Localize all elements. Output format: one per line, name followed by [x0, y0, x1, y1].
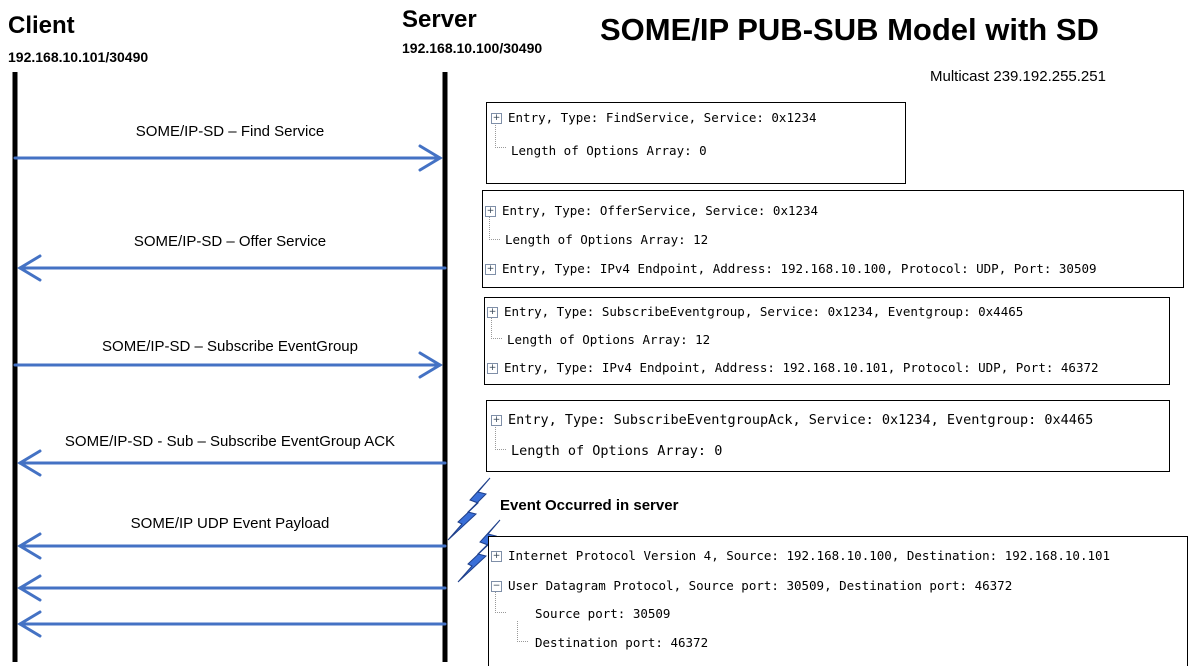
client-name: Client: [8, 12, 75, 39]
endpoint-line: Entry, Type: IPv4 Endpoint, Address: 192…: [502, 261, 1097, 276]
entry-line: Entry, Type: FindService, Service: 0x123…: [508, 110, 817, 125]
packet-box-subscribe-ack: + Entry, Type: SubscribeEventgroupAck, Se…: [486, 400, 1170, 472]
plus-box-icon[interactable]: +: [485, 264, 496, 275]
lightning-icon: [447, 477, 491, 541]
diagram-title: SOME/IP PUB-SUB Model with SD: [600, 12, 1099, 47]
message-label-event-payload: SOME/IP UDP Event Payload: [130, 515, 330, 532]
ip-header-line: Internet Protocol Version 4, Source: 192…: [508, 548, 1111, 563]
server-name: Server: [402, 6, 477, 33]
message-label-offer-service: SOME/IP-SD – Offer Service: [133, 233, 327, 250]
packet-box-offer-service: + Entry, Type: OfferService, Service: 0x1…: [482, 190, 1184, 288]
tree-connector: [491, 318, 502, 339]
arrow-subscribe-ack: [17, 449, 447, 477]
tree-connector: [495, 592, 506, 613]
options-length-line: Length of Options Array: 0: [511, 443, 723, 459]
message-label-subscribe-eventgroup: SOME/IP-SD – Subscribe EventGroup: [102, 338, 358, 355]
plus-box-icon[interactable]: +: [491, 551, 502, 562]
plus-box-icon[interactable]: +: [487, 363, 498, 374]
options-length-line: Length of Options Array: 0: [511, 143, 707, 158]
entry-line: Entry, Type: SubscribeEventgroup, Servic…: [504, 304, 1024, 319]
packet-box-find-service: + Entry, Type: FindService, Service: 0x12…: [486, 102, 906, 184]
destination-port-line: Destination port: 46372: [535, 635, 709, 650]
arrow-find-service: [13, 144, 443, 172]
server-address: 192.168.10.100/30490: [402, 40, 543, 56]
plus-box-icon[interactable]: +: [487, 307, 498, 318]
tree-connector: [517, 621, 528, 642]
multicast-address: Multicast 239.192.255.251: [930, 68, 1106, 85]
arrow-event-payload-1: [17, 532, 447, 560]
plus-box-icon[interactable]: +: [491, 113, 502, 124]
message-label-subscribe-ack: SOME/IP-SD - Sub – Subscribe EventGroup …: [64, 433, 396, 450]
client-address: 192.168.10.101/30490: [8, 49, 149, 65]
tree-connector: [495, 427, 506, 450]
plus-box-icon[interactable]: +: [491, 414, 502, 426]
packet-box-subscribe-eventgroup: + Entry, Type: SubscribeEventgroup, Servi…: [484, 297, 1170, 385]
arrow-event-payload-2: [17, 574, 447, 602]
arrow-subscribe-eventgroup: [13, 351, 443, 379]
message-label-find-service: SOME/IP-SD – Find Service: [135, 123, 325, 140]
udp-header-line: User Datagram Protocol, Source port: 305…: [508, 578, 1013, 593]
plus-box-icon[interactable]: +: [485, 206, 496, 217]
tree-connector: [489, 217, 500, 240]
options-length-line: Length of Options Array: 12: [505, 232, 709, 247]
minus-box-icon[interactable]: −: [491, 581, 502, 592]
endpoint-line: Entry, Type: IPv4 Endpoint, Address: 192…: [504, 360, 1099, 375]
tree-connector: [495, 125, 506, 148]
source-port-line: Source port: 30509: [535, 606, 671, 621]
arrow-offer-service: [17, 254, 447, 282]
event-occurred-label: Event Occurred in server: [500, 497, 679, 514]
options-length-line: Length of Options Array: 12: [507, 332, 711, 347]
arrow-event-payload-3: [17, 610, 447, 638]
lightning-icon: [457, 519, 501, 583]
entry-line: Entry, Type: OfferService, Service: 0x12…: [502, 203, 819, 218]
entry-line: Entry, Type: SubscribeEventgroupAck, Ser…: [508, 412, 1094, 428]
packet-box-event-payload: + Internet Protocol Version 4, Source: 19…: [488, 536, 1188, 666]
